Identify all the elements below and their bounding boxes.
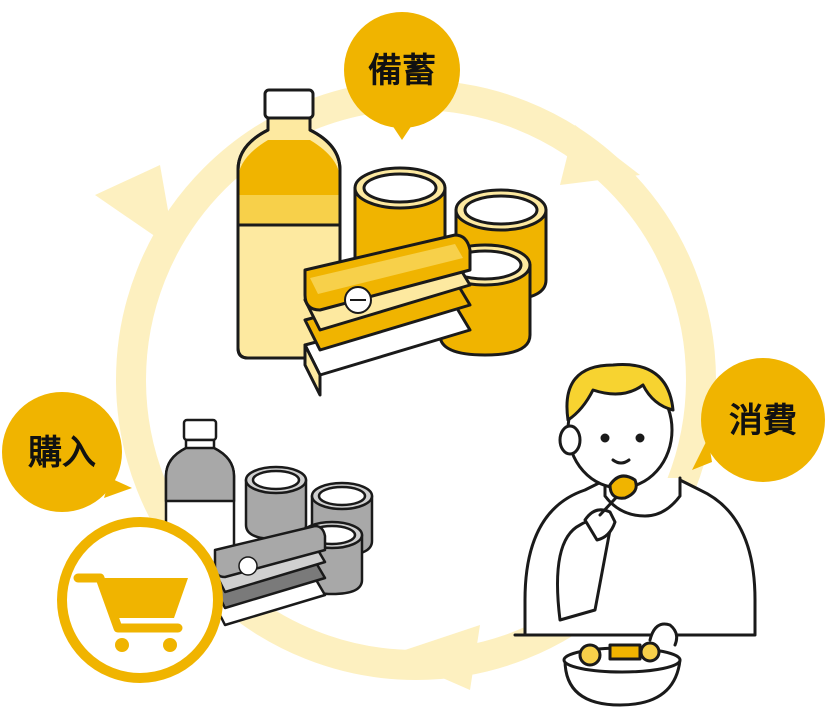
gray-can-1 xyxy=(244,465,308,541)
stacked-food-trays xyxy=(303,233,472,397)
shopping-cart-icon xyxy=(57,517,223,683)
purchase-bubble: 購入 xyxy=(2,392,132,512)
cycle-arrow-top-right xyxy=(560,125,640,185)
cycle-arrow-left xyxy=(95,165,175,250)
stockpile-goods-icon xyxy=(236,88,548,397)
fork-food xyxy=(608,474,638,500)
cycle-arrow-bottom xyxy=(390,625,480,690)
person-eating-icon xyxy=(513,363,757,707)
stockpile-bubble: 備蓄 xyxy=(344,12,460,140)
purchase-label: 購入 xyxy=(28,433,96,473)
stockpile-label: 備蓄 xyxy=(368,51,436,91)
can-1 xyxy=(353,166,447,280)
eye-left xyxy=(600,433,610,443)
eye-right xyxy=(635,433,645,443)
gray-goods-icon xyxy=(164,418,374,627)
consume-label: 消費 xyxy=(729,401,797,441)
consume-bubble: 消費 xyxy=(692,358,825,482)
